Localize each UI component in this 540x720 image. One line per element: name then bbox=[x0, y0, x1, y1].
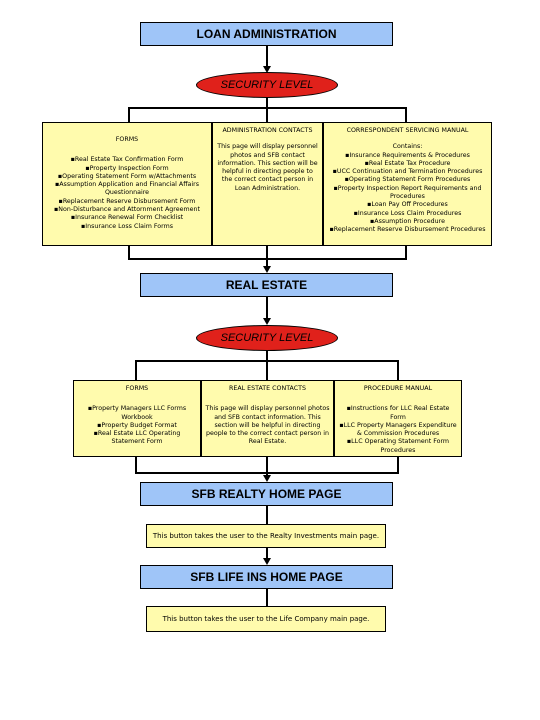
connector bbox=[266, 107, 268, 122]
connector bbox=[266, 589, 268, 606]
arrow-down-icon bbox=[263, 318, 271, 325]
loan-forms-item: ▪Real Estate Tax Confirmation Form bbox=[70, 156, 184, 164]
loan-forms-item: ▪Property Inspection Form bbox=[85, 164, 169, 172]
real-estate-forms-item: ▪Property Managers LLC Forms Workbook bbox=[87, 405, 187, 421]
arrow-down-icon bbox=[263, 266, 271, 273]
connector bbox=[397, 457, 399, 473]
connector bbox=[128, 246, 130, 259]
loan-forms-item: ▪Insurance Loss Claim Forms bbox=[80, 222, 173, 230]
real-estate-header[interactable]: REAL ESTATE bbox=[140, 273, 393, 297]
connector bbox=[405, 246, 407, 259]
sfb-life-ins-home-page-button[interactable]: SFB LIFE INS HOME PAGE bbox=[140, 565, 393, 589]
connector bbox=[266, 548, 268, 560]
security-level-oval: SECURITY LEVEL bbox=[196, 72, 338, 98]
loan-manual-item: ▪UCC Continuation and Termination Proced… bbox=[332, 168, 483, 176]
sfb-realty-home-page-button[interactable]: SFB REALTY HOME PAGE bbox=[140, 482, 393, 506]
security-level-oval: SECURITY LEVEL bbox=[196, 325, 338, 351]
loan-forms-item: ▪Non-Disturbance and Attornment Agreemen… bbox=[54, 206, 200, 214]
sfb-realty-note: This button takes the user to the Realty… bbox=[146, 524, 386, 548]
real-estate-manual-box[interactable]: PROCEDURE MANUAL ▪Instructions for LLC R… bbox=[334, 380, 462, 457]
loan-manual-item: ▪Property Inspection Report Requirements… bbox=[333, 184, 482, 201]
loan-manual-title: CORRESPONDENT SERVICING MANUAL bbox=[346, 127, 469, 134]
connector bbox=[266, 297, 268, 321]
loan-contacts-body: This page will display personnel photos … bbox=[217, 143, 318, 192]
sfb-life-ins-note: This button takes the user to the Life C… bbox=[146, 606, 386, 632]
real-estate-forms-item: ▪Real Estate LLC Operating Statement For… bbox=[93, 430, 181, 446]
loan-manual-item: ▪Assumption Procedure bbox=[370, 217, 445, 225]
connector bbox=[266, 506, 268, 524]
arrow-down-icon bbox=[263, 66, 271, 73]
connector bbox=[266, 351, 268, 361]
connector bbox=[405, 107, 407, 122]
loan-forms-item: ▪Replacement Reserve Disbursement Form bbox=[58, 197, 196, 205]
real-estate-forms-title: FORMS bbox=[125, 385, 149, 392]
connector bbox=[266, 360, 268, 380]
loan-manual-box[interactable]: CORRESPONDENT SERVICING MANUAL Contains:… bbox=[323, 122, 492, 246]
connector bbox=[135, 360, 137, 380]
connector bbox=[266, 98, 268, 108]
connector bbox=[266, 246, 268, 268]
loan-administration-header[interactable]: LOAN ADMINISTRATION bbox=[140, 22, 393, 46]
loan-contacts-title: ADMINISTRATION CONTACTS bbox=[222, 127, 313, 134]
loan-contacts-box[interactable]: ADMINISTRATION CONTACTS This page will d… bbox=[212, 122, 323, 246]
arrow-down-icon bbox=[263, 558, 271, 565]
real-estate-forms-item: ▪Property Budget Format bbox=[97, 421, 177, 429]
loan-forms-title: FORMS bbox=[115, 136, 139, 143]
real-estate-manual-title: PROCEDURE MANUAL bbox=[363, 385, 433, 392]
connector bbox=[266, 46, 268, 70]
loan-forms-item: ▪Insurance Renewal Form Checklist bbox=[70, 214, 184, 222]
loan-forms-box[interactable]: FORMS ▪Real Estate Tax Confirmation Form… bbox=[42, 122, 212, 246]
loan-manual-item: ▪Replacement Reserve Disbursement Proced… bbox=[329, 226, 486, 234]
real-estate-manual-item: ▪LLC Operating Statement Form Procedures bbox=[346, 438, 450, 454]
connector bbox=[397, 360, 399, 380]
connector bbox=[266, 457, 268, 477]
real-estate-manual-item: ▪Instructions for LLC Real Estate Form bbox=[346, 405, 450, 421]
loan-manual-item: ▪Real Estate Tax Procedure bbox=[364, 159, 451, 167]
arrow-down-icon bbox=[263, 475, 271, 482]
real-estate-contacts-title: REAL ESTATE CONTACTS bbox=[228, 385, 306, 392]
loan-forms-item: ▪Operating Statement Form w/Attachments bbox=[57, 172, 197, 180]
loan-forms-item: ▪Assumption Application and Financial Af… bbox=[54, 181, 200, 197]
loan-manual-item: ▪Insurance Requirements & Procedures bbox=[345, 151, 470, 159]
connector bbox=[135, 457, 137, 473]
connector bbox=[128, 107, 130, 122]
real-estate-manual-item: ▪LLC Property Managers Expenditure & Com… bbox=[339, 421, 457, 438]
loan-manual-item: ▪Insurance Loss Claim Procedures bbox=[353, 209, 462, 217]
loan-manual-item: ▪Operating Statement Form Procedures bbox=[344, 176, 471, 184]
real-estate-forms-box[interactable]: FORMS ▪Property Managers LLC Forms Workb… bbox=[73, 380, 201, 457]
loan-manual-item: ▪Loan Pay Off Procedures bbox=[367, 201, 448, 209]
real-estate-contacts-body: This page will display personnel photos … bbox=[205, 405, 330, 446]
real-estate-contacts-box[interactable]: REAL ESTATE CONTACTS This page will disp… bbox=[201, 380, 334, 457]
loan-manual-intro: Contains: bbox=[392, 143, 423, 151]
